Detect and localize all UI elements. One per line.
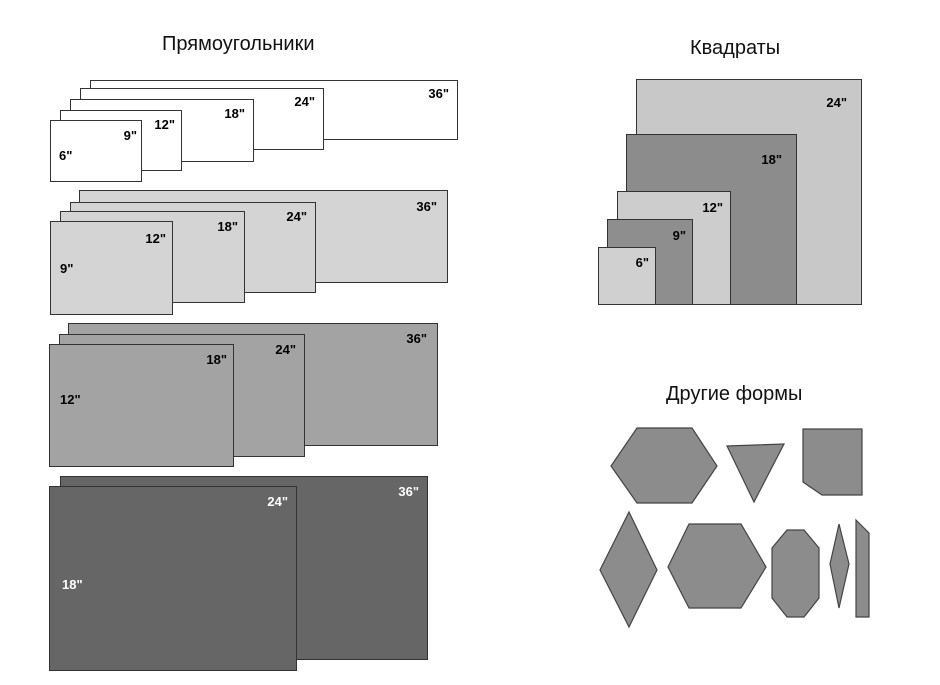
rect-12-label: 12" xyxy=(145,231,166,246)
rect-36-label: 36" xyxy=(428,86,449,101)
square-12-label: 12" xyxy=(702,200,723,215)
rect-24: 24" 18" xyxy=(49,486,297,671)
rectangles-title: Прямоугольники xyxy=(162,33,315,55)
rect-36-label: 36" xyxy=(416,199,437,214)
triangle-shape xyxy=(726,443,786,504)
rect-18-label: 18" xyxy=(224,106,245,121)
hexagon-medium-shape xyxy=(667,523,767,609)
rect-24-label: 24" xyxy=(286,209,307,224)
rect-18-label: 18" xyxy=(62,577,83,592)
square-9-label: 9" xyxy=(672,228,686,243)
rect-18: 18" 12" xyxy=(49,344,234,467)
rect-24-label: 24" xyxy=(267,494,288,509)
rect-18-label: 18" xyxy=(206,352,227,367)
rect-9: 9" xyxy=(50,120,142,182)
rhombus-shape xyxy=(599,510,658,629)
other-shapes-title: Другие формы xyxy=(666,383,803,405)
thin-diamond-shape xyxy=(829,523,850,609)
rect-24-label: 24" xyxy=(275,342,296,357)
square-6: 6" xyxy=(598,247,656,305)
rect-6-label: 6" xyxy=(59,148,73,163)
square-24-label: 24" xyxy=(826,95,847,110)
narrow-parallelogram-shape xyxy=(855,518,870,618)
hexagon-large-shape xyxy=(610,427,718,504)
squares-title: Квадраты xyxy=(690,37,781,59)
octagon-shape xyxy=(771,529,820,618)
rect-12: 12" 9" xyxy=(50,221,173,315)
rect-36-label: 36" xyxy=(398,484,419,499)
rect-9-label: 9" xyxy=(60,261,74,276)
square-6-label: 6" xyxy=(635,255,649,270)
rect-24-label: 24" xyxy=(294,94,315,109)
rect-6: 6" xyxy=(50,120,110,182)
rect-36-label: 36" xyxy=(406,331,427,346)
square-18-label: 18" xyxy=(761,152,782,167)
rect-9-label: 9" xyxy=(123,128,137,143)
rect-12-label: 12" xyxy=(60,392,81,407)
pentagon-shape xyxy=(802,428,863,496)
rect-18-label: 18" xyxy=(217,219,238,234)
rect-12-label: 12" xyxy=(154,117,175,132)
